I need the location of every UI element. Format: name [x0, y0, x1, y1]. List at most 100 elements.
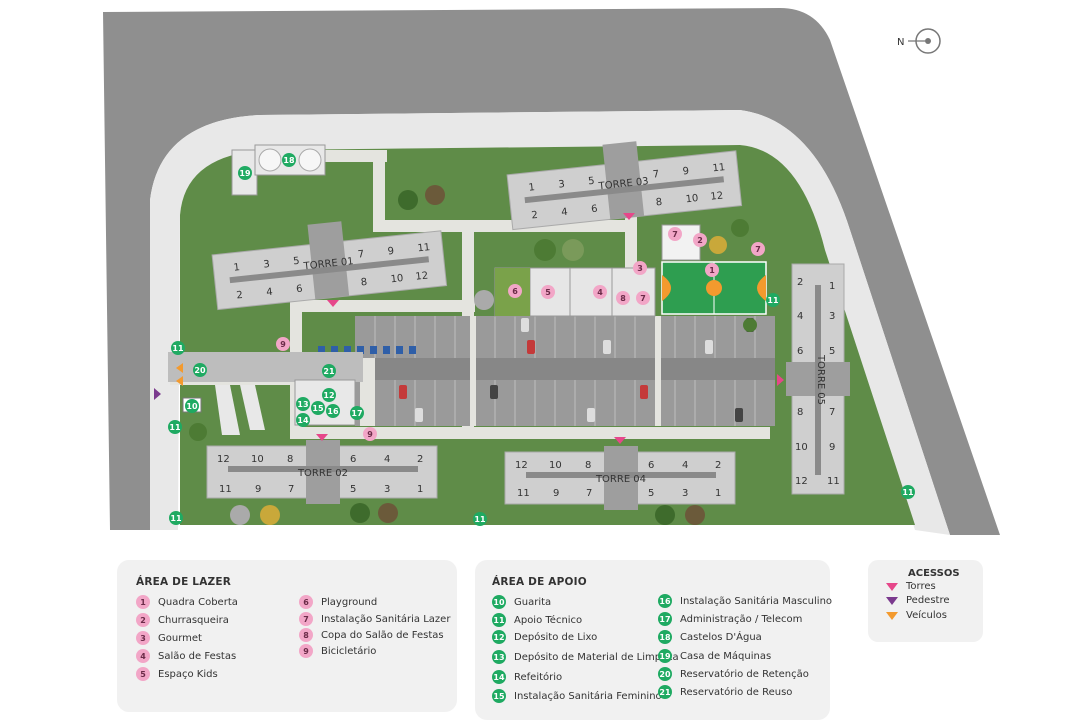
unit-number: 10 — [251, 454, 264, 465]
unit-number: 11 — [827, 476, 840, 487]
unit-number: 12 — [415, 270, 429, 282]
legend-lazer-title: ÁREA DE LAZER — [136, 576, 231, 588]
marker: 7 — [755, 245, 761, 254]
marker: 10 — [186, 402, 198, 411]
legend-item: 4 Salão de Festas — [136, 649, 236, 663]
legend-item: 14 Refeitório — [492, 670, 562, 684]
acesso-item: Pedestre — [886, 595, 950, 606]
unit-number: 7 — [357, 249, 364, 261]
marker: 7 — [640, 294, 646, 303]
unit-number: 10 — [549, 460, 562, 471]
unit-number: 9 — [387, 246, 394, 258]
marker: 6 — [512, 287, 518, 296]
legend-label: Salão de Festas — [158, 650, 237, 662]
unit-number: 8 — [585, 460, 591, 471]
unit-number: 7 — [288, 484, 294, 495]
acesso-label: Pedestre — [906, 595, 950, 606]
legend-badge: 13 — [492, 650, 506, 664]
legend-badge: 15 — [492, 689, 506, 703]
unit-number: 9 — [553, 488, 559, 499]
unit-number: 3 — [263, 259, 270, 271]
unit-number: 12 — [515, 460, 528, 471]
marker: 11 — [170, 514, 182, 523]
unit-number: 11 — [219, 484, 232, 495]
legend-label: Instalação Sanitária Masculino — [680, 595, 833, 607]
legend-label: Depósito de Lixo — [514, 631, 598, 643]
unit-number: 12 — [217, 454, 230, 465]
unit-number: 5 — [588, 176, 595, 188]
legend-item: 16 Instalação Sanitária Masculino — [658, 594, 832, 608]
parking-lot — [318, 316, 775, 426]
triangle-down-icon — [886, 582, 898, 591]
trees — [189, 185, 757, 525]
unit-number: 8 — [287, 454, 293, 465]
marker: 17 — [351, 409, 362, 418]
unit-number: 11 — [517, 488, 530, 499]
legend-label: Casa de Máquinas — [680, 650, 772, 662]
unit-number: 10 — [390, 273, 404, 285]
marker: 4 — [597, 288, 603, 297]
unit-number: 11 — [417, 242, 431, 254]
legend-label: Gourmet — [158, 632, 202, 644]
marker: 7 — [672, 230, 678, 239]
legend-label: Instalação Sanitária Lazer — [321, 613, 451, 625]
legend-label: Instalação Sanitária Feminino — [514, 690, 662, 702]
tower-01: TORRE 01 1 3 5 7 9 11 2 4 6 8 10 12 — [211, 221, 448, 311]
unit-number: 8 — [655, 197, 662, 209]
legend-label: Reservatório de Retenção — [680, 668, 809, 680]
unit-number: 3 — [384, 484, 390, 495]
legend-label: Copa do Salão de Festas — [321, 629, 444, 641]
water-tower-area — [231, 144, 326, 196]
marker: 3 — [637, 264, 643, 273]
tower-label: TORRE 03 — [597, 176, 649, 192]
tower-03: TORRE 03 1 3 5 7 9 11 2 4 6 8 10 12 — [506, 141, 743, 231]
legend-label: Apoio Técnico — [514, 614, 583, 626]
unit-number: 7 — [829, 407, 835, 418]
marker: 9 — [280, 340, 286, 349]
unit-number: 10 — [685, 193, 699, 205]
unit-number: 3 — [682, 488, 688, 499]
unit-number: 2 — [715, 460, 721, 471]
legend-label: Depósito de Material de Limpeza — [514, 651, 679, 663]
marker: 11 — [902, 488, 914, 497]
unit-number: 8 — [360, 277, 367, 289]
legend-label: Churrasqueira — [158, 614, 229, 626]
sidewalk — [150, 110, 950, 535]
tower-label: TORRE 02 — [297, 468, 348, 479]
unit-number: 4 — [384, 454, 390, 465]
compass-label: N — [897, 37, 904, 48]
unit-number: 5 — [350, 484, 356, 495]
marker: 14 — [297, 416, 309, 425]
legend-label: Castelos D'Água — [680, 631, 762, 643]
legend-item: 13 Depósito de Material de Limpeza — [492, 650, 679, 664]
unit-number: 6 — [591, 204, 598, 216]
legend-item: 15 Instalação Sanitária Feminino — [492, 689, 662, 703]
legend-apoio-title: ÁREA DE APOIO — [492, 576, 587, 588]
unit-number: 4 — [682, 460, 688, 471]
legend-badge: 8 — [299, 628, 313, 642]
unit-number: 1 — [829, 281, 835, 292]
unit-number: 7 — [652, 169, 659, 181]
tower-label: TORRE 01 — [302, 256, 354, 272]
unit-number: 5 — [648, 488, 654, 499]
marker: 9 — [367, 430, 373, 439]
legend-badge: 14 — [492, 670, 506, 684]
legend-badge: 4 — [136, 649, 150, 663]
marker: 8 — [620, 294, 626, 303]
unit-number: 2 — [417, 454, 423, 465]
legend-badge: 16 — [658, 594, 672, 608]
unit-number: 12 — [710, 190, 724, 202]
unit-number: 1 — [528, 182, 535, 194]
legend-label: Refeitório — [514, 671, 563, 683]
tower-04: TORRE 04 12 10 8 6 4 2 11 9 7 5 3 1 — [504, 446, 736, 510]
unit-number: 12 — [795, 476, 808, 487]
